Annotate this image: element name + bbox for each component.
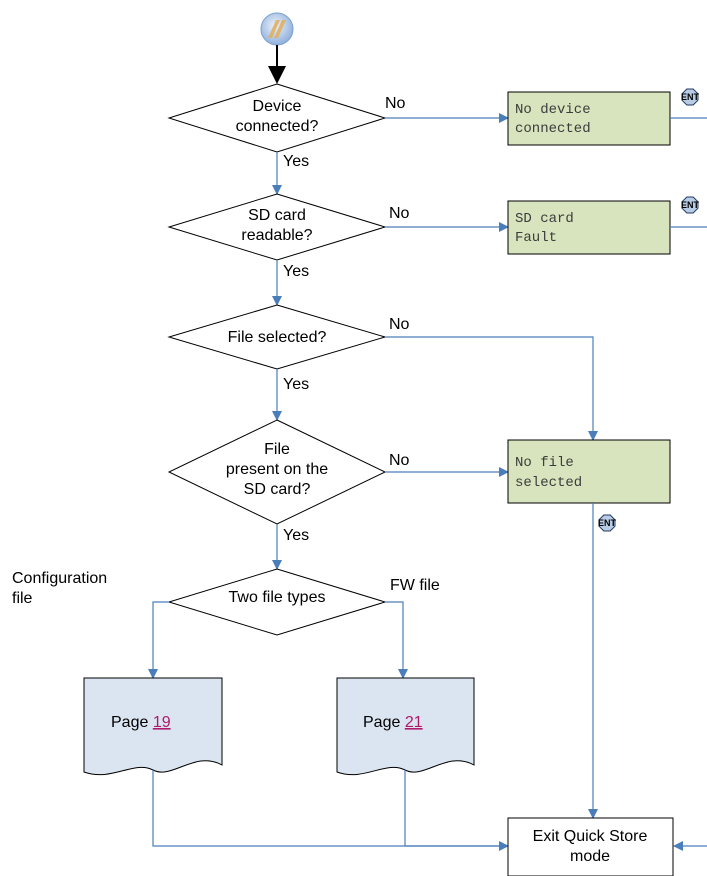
ent-button-3-label: ENT [598,518,617,528]
start-arrow [268,45,286,84]
sd-no-label: No [389,205,410,222]
page-19-link[interactable]: 19 [153,714,171,731]
file-selected-yes-label: Yes [283,376,309,393]
fw-file-connector [385,601,408,679]
device-yes-label: Yes [283,153,309,170]
svg-text:Page 21: Page 21 [363,714,423,731]
lcd-no-device: No device connected [507,91,671,146]
lcd-sd-fault: SD card Fault [507,200,671,255]
lcd-no-device-line2: connected [515,121,591,137]
device-no-label: No [385,95,406,112]
exit-label-line1: Exit Quick Store [533,828,648,845]
file-present-line1: File [264,441,290,458]
sd-label-line1: SD card [248,207,306,224]
decision-file-present: File present on the SD card? [167,419,387,525]
ent-button-1[interactable]: ENT [681,88,700,106]
ent-button-2-label: ENT [681,200,700,210]
file-selected-no-label: No [389,316,410,333]
file-selected-label: File selected? [228,329,327,346]
sd-label-line2: readable? [241,227,312,244]
decision-file-selected: File selected? [167,304,387,370]
svg-text:Page 19: Page 19 [111,714,171,731]
file-present-no-label: No [389,452,410,469]
fw-file-label: FW file [390,577,440,594]
file-types-label: Two file types [229,589,326,606]
page-21-link[interactable]: 21 [405,714,423,731]
page-ref-fw-prefix: Page [363,714,405,731]
file-present-line3: SD card? [244,481,311,498]
ent-button-3[interactable]: ENT [598,514,617,532]
sd-yes-label: Yes [283,263,309,280]
page-ref-config-prefix: Page [111,714,153,731]
exit-quick-store-box: Exit Quick Store mode [507,817,674,876]
page-ref-config[interactable]: Page 19 [83,677,223,776]
decision-device-connected: Device connected? [167,83,387,153]
config-file-label-line1: Configuration [12,570,107,587]
device-label-line2: connected? [236,118,319,135]
lcd-sd-fault-line2: Fault [515,230,557,246]
ent-button-1-label: ENT [681,92,700,102]
decision-sd-readable: SD card readable? [167,193,387,261]
config-file-label-line2: file [12,590,33,607]
lcd-no-file-line2: selected [515,475,582,491]
device-label-line1: Device [253,98,302,115]
decision-file-types: Two file types [167,568,387,636]
file-selected-no-connector [385,336,598,441]
lcd-no-file: No file selected [507,439,671,504]
config-file-connector [148,601,169,679]
ent-button-2[interactable]: ENT [681,196,700,214]
lcd-no-file-line1: No file [515,455,574,471]
exit-label-line2: mode [570,848,610,865]
file-present-line2: present on the [226,461,328,478]
config-to-exit-connector [152,770,508,847]
lcd-no-device-line1: No device [515,102,591,118]
start-node [260,12,294,46]
page-ref-fw[interactable]: Page 21 [336,677,475,776]
lcd-sd-fault-line1: SD card [515,211,574,227]
file-present-yes-label: Yes [283,527,309,544]
